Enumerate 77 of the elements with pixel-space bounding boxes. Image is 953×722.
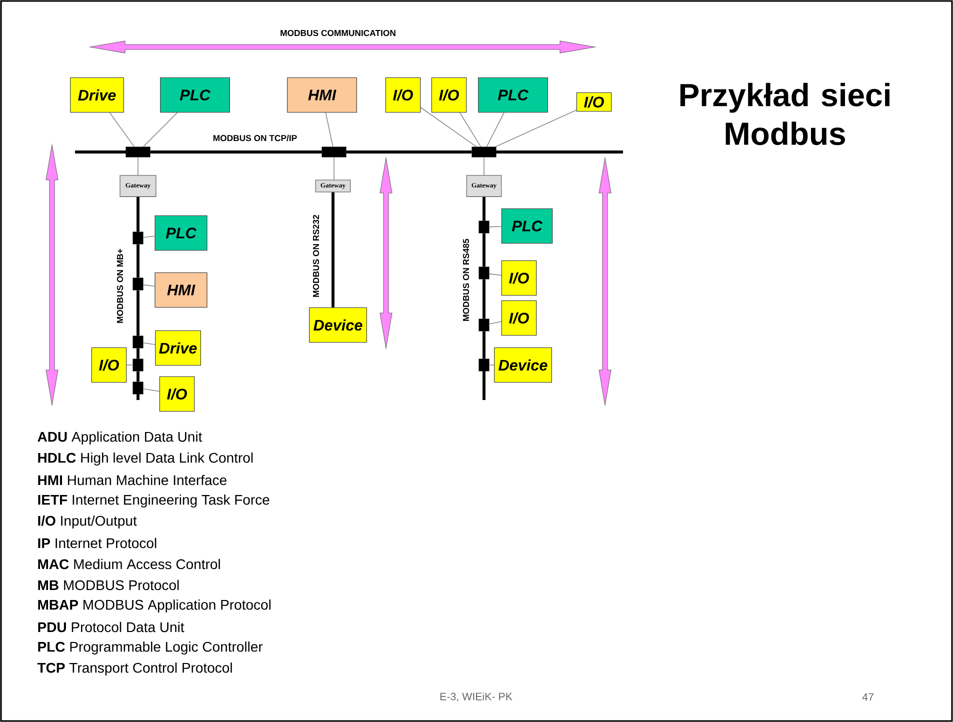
bus-line (482, 233, 486, 267)
abbreviation-text: MAC Medium Access Control (38, 558, 220, 570)
device-box: I/O (91, 347, 127, 383)
connection-line (420, 107, 477, 148)
device-box: Drive (70, 77, 124, 113)
connection-line (460, 112, 482, 148)
abbreviation-text: PLC Programmable Logic Controller (38, 641, 263, 655)
bus-connector (126, 146, 150, 158)
abbreviation-text: IETF Internet Engineering Task Force (38, 494, 270, 508)
connection-line (495, 110, 577, 148)
network-label: MODBUS COMMUNICATION (280, 30, 396, 36)
bus-line (136, 196, 140, 232)
bus-connector (132, 358, 144, 372)
device-box: I/O (385, 77, 421, 113)
device-box: I/O (159, 376, 195, 412)
slide-title: Przykład sieci Modbus (680, 82, 890, 146)
bus-line (332, 192, 334, 308)
bus-line (136, 244, 140, 278)
connection-line (142, 388, 160, 392)
device-box: Drive (155, 330, 201, 366)
device-box: I/O (431, 77, 467, 113)
bus-connector (478, 358, 490, 372)
device-box: I/O (501, 260, 537, 296)
device-box: HMI (287, 77, 357, 113)
bus-connector (478, 220, 490, 234)
abbreviation-text: ADU Application Data Unit (38, 431, 202, 445)
connection-line (486, 112, 504, 148)
bus-connector (478, 318, 490, 332)
bus-connector (472, 146, 496, 158)
bus-connector (132, 382, 144, 394)
bus-line (136, 348, 140, 359)
connection-line (142, 112, 178, 148)
bus-line (482, 331, 486, 359)
connection-line (109, 112, 135, 148)
bus-connector (132, 278, 144, 290)
abbreviation-text: MBAP MODBUS Application Protocol (38, 599, 270, 613)
device-box: HMI (154, 272, 208, 308)
connection-line (488, 273, 502, 276)
bus-line (136, 290, 140, 336)
network-label: MODBUS ON TCP/IP (213, 134, 297, 142)
connection-line (325, 112, 334, 148)
connection-line (488, 321, 502, 324)
bus-connector (478, 266, 490, 280)
network-label: MODBUS ON RS485 (462, 238, 470, 321)
abbreviation-text: I/O Input/Output (38, 515, 137, 529)
abbreviation-text: PDU Protocol Data Unit (38, 622, 184, 632)
network-label: MODBUS ON MB+ (116, 248, 124, 323)
device-box: Device (494, 347, 552, 383)
device-box: PLC (501, 208, 553, 244)
bus-line (150, 150, 322, 154)
bus-connector (132, 336, 144, 348)
device-box: PLC (160, 77, 230, 113)
abbreviation-text: HMI Human Machine Interface (38, 474, 226, 486)
device-box: I/O (501, 300, 537, 336)
device-box: Device (309, 307, 367, 343)
abbreviation-text: IP Internet Protocol (38, 538, 156, 548)
page-number: 47 (862, 693, 874, 701)
device-box: I/O (576, 92, 612, 112)
abbreviation-text: TCP Transport Control Protocol (37, 662, 232, 676)
connection-line (488, 364, 494, 366)
bus-line (482, 196, 486, 221)
device-box: PLC (154, 215, 208, 251)
bus-line (482, 279, 486, 319)
bus-connector (322, 146, 346, 158)
connection-line (142, 284, 155, 287)
bus-line (346, 150, 472, 154)
connection-line (142, 236, 155, 238)
connection-line (126, 364, 134, 366)
connection-line (488, 226, 502, 228)
abbreviation-text: HDLC High level Data Link Control (38, 452, 253, 466)
device-box: PLC (478, 77, 548, 113)
bus-connector (132, 232, 144, 244)
connection-line (142, 342, 156, 345)
abbreviation-text: MB MODBUS Protocol (38, 580, 179, 590)
bus-line (136, 371, 140, 382)
footer-text: E-3, WIEiK- PK (440, 692, 512, 702)
network-label: MODBUS ON RS232 (312, 214, 320, 297)
